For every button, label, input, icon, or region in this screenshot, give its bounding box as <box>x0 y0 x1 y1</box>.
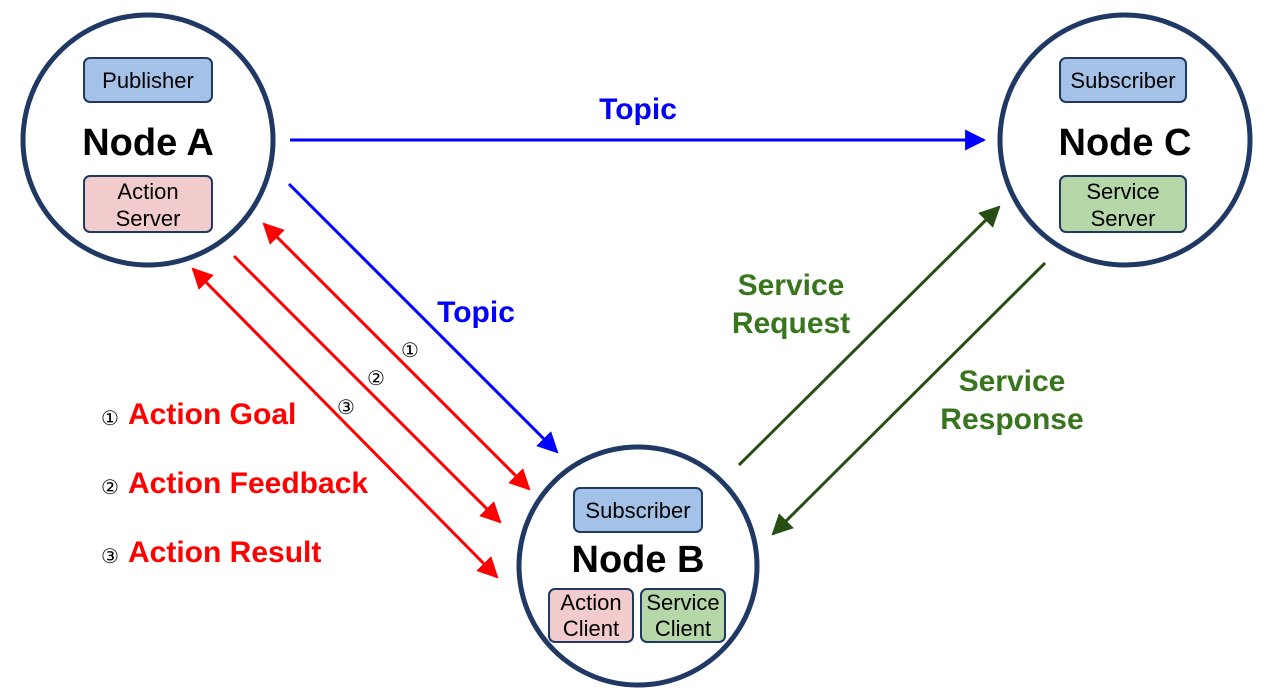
legend-num-1: ① <box>101 406 119 430</box>
action-server-label-line2: Server <box>116 206 181 231</box>
node-b-title: Node B <box>572 539 705 581</box>
legend-label-2: Action Feedback <box>128 467 368 500</box>
topic-label-a-to-c: Topic <box>599 93 677 126</box>
action-goal-marker: ① <box>401 338 419 362</box>
service-client-box <box>640 588 726 643</box>
node-b: Subscriber Node B Action Client Service … <box>516 444 760 688</box>
legend-label-1: Action Goal <box>128 398 296 431</box>
action-client-box <box>548 588 634 643</box>
subscriber-box-c <box>1059 57 1187 103</box>
node-c: Subscriber Node C Service Server <box>997 12 1253 268</box>
service-request-label-line2: Request <box>732 307 850 340</box>
legend-label-3: Action Result <box>128 536 321 569</box>
legend-num-2: ② <box>101 475 119 499</box>
publisher-label: Publisher <box>102 68 194 93</box>
subscriber-label-b: Subscriber <box>585 498 690 523</box>
service-client-label-line2: Client <box>655 616 711 641</box>
node-a-title: Node A <box>82 122 214 164</box>
action-server-label-line1: Action <box>117 179 178 204</box>
service-server-box <box>1059 175 1187 233</box>
service-server-label-line1: Service <box>1086 179 1159 204</box>
service-response-label-line1: Service <box>959 365 1066 398</box>
topic-label-a-to-b: Topic <box>437 296 515 329</box>
service-server-label-line2: Server <box>1091 206 1156 231</box>
action-result-marker: ③ <box>337 395 355 419</box>
service-response-arrow <box>771 261 1047 536</box>
subscriber-label-c: Subscriber <box>1070 68 1175 93</box>
action-feedback-marker: ② <box>367 366 385 390</box>
legend-num-3: ③ <box>101 544 119 568</box>
action-client-label-line1: Action <box>560 590 621 615</box>
legend: ① Action Goal ② Action Feedback ③ Action… <box>101 398 368 569</box>
action-server-box <box>83 175 213 233</box>
topic-arrow-a-to-b <box>287 182 559 454</box>
service-request-arrow <box>737 205 1001 467</box>
service-request-label-line1: Service <box>738 269 845 302</box>
service-response-label-line2: Response <box>940 403 1083 436</box>
action-goal-arrow <box>262 222 531 491</box>
subscriber-box-b <box>573 487 703 533</box>
node-c-title: Node C <box>1059 122 1192 164</box>
service-client-label-line1: Service <box>646 590 719 615</box>
action-result-arrow <box>191 267 499 579</box>
node-a: Publisher Node A Action Server <box>20 12 276 268</box>
publisher-box <box>83 57 213 103</box>
action-client-label-line2: Client <box>563 616 619 641</box>
